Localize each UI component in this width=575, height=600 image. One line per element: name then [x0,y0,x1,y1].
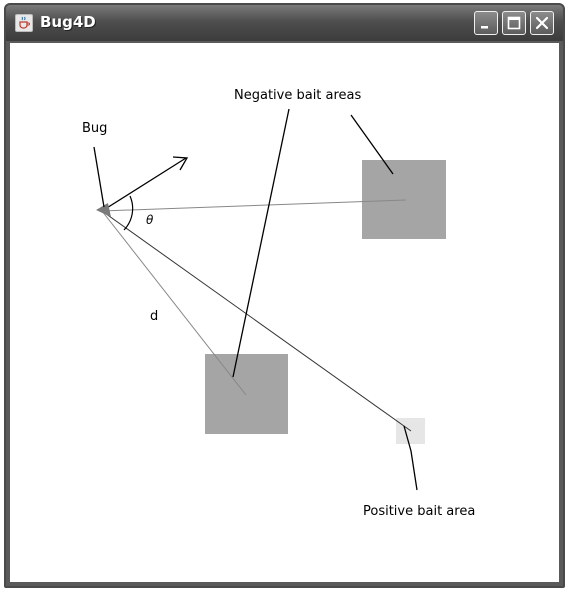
bug-leader-line [93,146,105,208]
close-icon [535,16,549,30]
theta-label: θ [146,213,154,227]
window-title: Bug4D [40,13,96,31]
angle-arc [123,195,134,231]
negative-bait-area-lower [205,354,288,434]
heading-arrow-line [101,157,187,212]
ray-to-negative-lower [101,210,247,396]
title-bar[interactable]: Bug4D [6,5,563,41]
positive-leader-line [403,425,418,491]
app-window: Bug4D [4,3,565,588]
minimize-button[interactable] [474,11,498,35]
positive-bait-label: Positive bait area [363,504,475,519]
ray-to-positive [101,210,412,432]
close-button[interactable] [530,11,554,35]
ray-to-negative-upper [101,199,407,212]
heading-arrowhead [172,156,189,171]
java-coffee-cup-icon[interactable] [15,14,33,32]
maximize-icon [507,16,521,30]
distance-label: d [150,309,158,324]
negative-leader-line-upper [350,114,394,175]
negative-leader-line-lower [232,108,290,378]
maximize-button[interactable] [502,11,526,35]
bug-label: Bug [82,121,107,136]
simulation-canvas[interactable]: Bug Negative bait areas Positive bait ar… [10,43,559,582]
bug-marker [96,203,111,217]
minimize-icon [481,26,488,29]
bug-diagram: Bug Negative bait areas Positive bait ar… [82,88,475,519]
negative-bait-area-upper [362,160,446,239]
negative-bait-label: Negative bait areas [234,88,362,103]
